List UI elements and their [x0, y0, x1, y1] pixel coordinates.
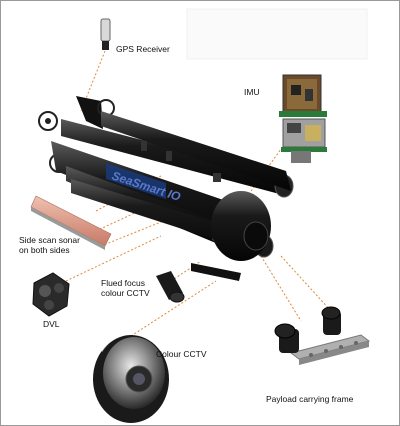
- side-scan-sonar-label-line2: on both sides: [19, 245, 70, 255]
- auv-vehicle-icon: SeaSmart IO: [38, 96, 294, 281]
- colour-cctv-leader-line: [130, 280, 217, 337]
- flued-focus-cctv-label-line2: colour CCTV: [101, 288, 150, 298]
- payload-leader-line-2: [280, 255, 332, 312]
- flued-focus-cctv-label-line1: Flued focus: [101, 278, 145, 288]
- payload-frame-label: Payload carrying frame: [266, 394, 354, 404]
- gps-receiver-label: GPS Receiver: [116, 44, 170, 54]
- flued-focus-cctv-icon: [156, 271, 185, 303]
- payload-leader-line-1: [260, 255, 302, 322]
- blank-panel: [186, 8, 368, 60]
- colour-cctv-icon: [93, 331, 169, 423]
- payload-frame-icon: [274, 306, 371, 365]
- dvl-leader-line: [65, 235, 162, 282]
- side-scan-leader-line-3: [100, 215, 177, 247]
- side-scan-sonar-label-line1: Side scan sonar: [19, 235, 80, 245]
- gps-receiver-icon: [100, 18, 111, 50]
- imu-icon: [279, 74, 327, 163]
- side-scan-sonar-icon: [30, 195, 112, 250]
- dvl-icon: [32, 272, 70, 317]
- imu-label: IMU: [244, 87, 260, 97]
- colour-cctv-label: Colour CCTV: [156, 349, 207, 359]
- dvl-label: DVL: [43, 319, 60, 329]
